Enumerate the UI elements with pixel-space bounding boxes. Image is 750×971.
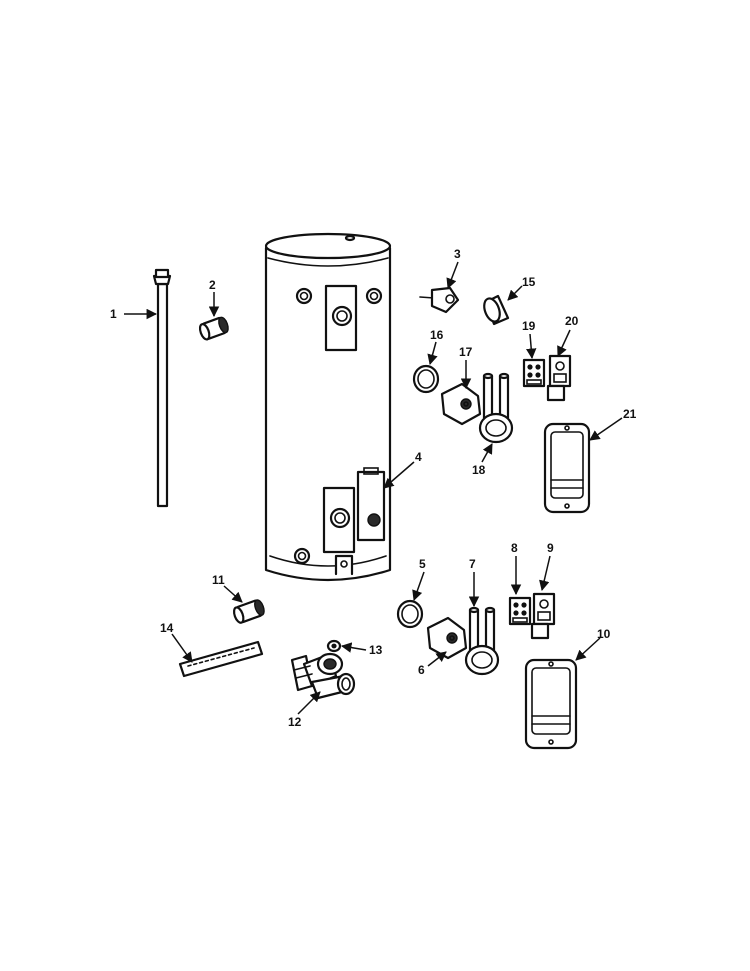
callout-5: 5 [419,557,426,571]
callout-1: 1 [110,307,117,321]
drain-valve-part-12 [290,652,356,700]
nipple-part-2 [198,316,229,341]
heating-element-part-7 [464,606,500,676]
callout-21: 21 [623,407,637,421]
bushing-part-15 [483,294,510,326]
callout-12: 12 [288,715,302,729]
callout-13: 13 [369,643,383,657]
gasket-part-5 [396,599,424,629]
cover-part-10 [524,658,578,750]
dip-tube-part-14 [178,640,264,678]
callout-9: 9 [547,541,554,555]
thermostat-part-19 [522,358,546,388]
thermostat-part-9 [530,592,556,640]
callout-10: 10 [597,627,611,641]
callout-7: 7 [469,557,476,571]
bracket-part-17 [440,382,482,426]
washer-part-13 [326,639,342,653]
callout-2: 2 [209,278,216,292]
anode-rod [152,268,172,508]
thermostat-part-20 [546,354,572,402]
thermostat-probe-part-3 [419,286,460,314]
gasket-part-16 [412,364,440,394]
bracket-part-6 [426,616,468,660]
callout-20: 20 [565,314,579,328]
water-heater-tank [264,232,392,582]
callout-14: 14 [160,621,174,635]
thermostat-part-8 [508,596,532,626]
callout-6: 6 [418,663,425,677]
callout-16: 16 [430,328,444,342]
heating-element-part-18 [478,372,514,444]
callout-8: 8 [511,541,518,555]
nipple-part-11 [232,599,265,624]
callout-4: 4 [415,450,422,464]
callout-18: 18 [472,463,486,477]
callout-19: 19 [522,319,536,333]
callout-17: 17 [459,345,473,359]
callout-3: 3 [454,247,461,261]
callouts: 1 2 3 4 5 6 7 8 9 10 11 12 13 14 15 16 1 [110,247,637,729]
callout-11: 11 [212,573,225,587]
cover-part-21 [543,422,591,514]
callout-15: 15 [522,275,536,289]
